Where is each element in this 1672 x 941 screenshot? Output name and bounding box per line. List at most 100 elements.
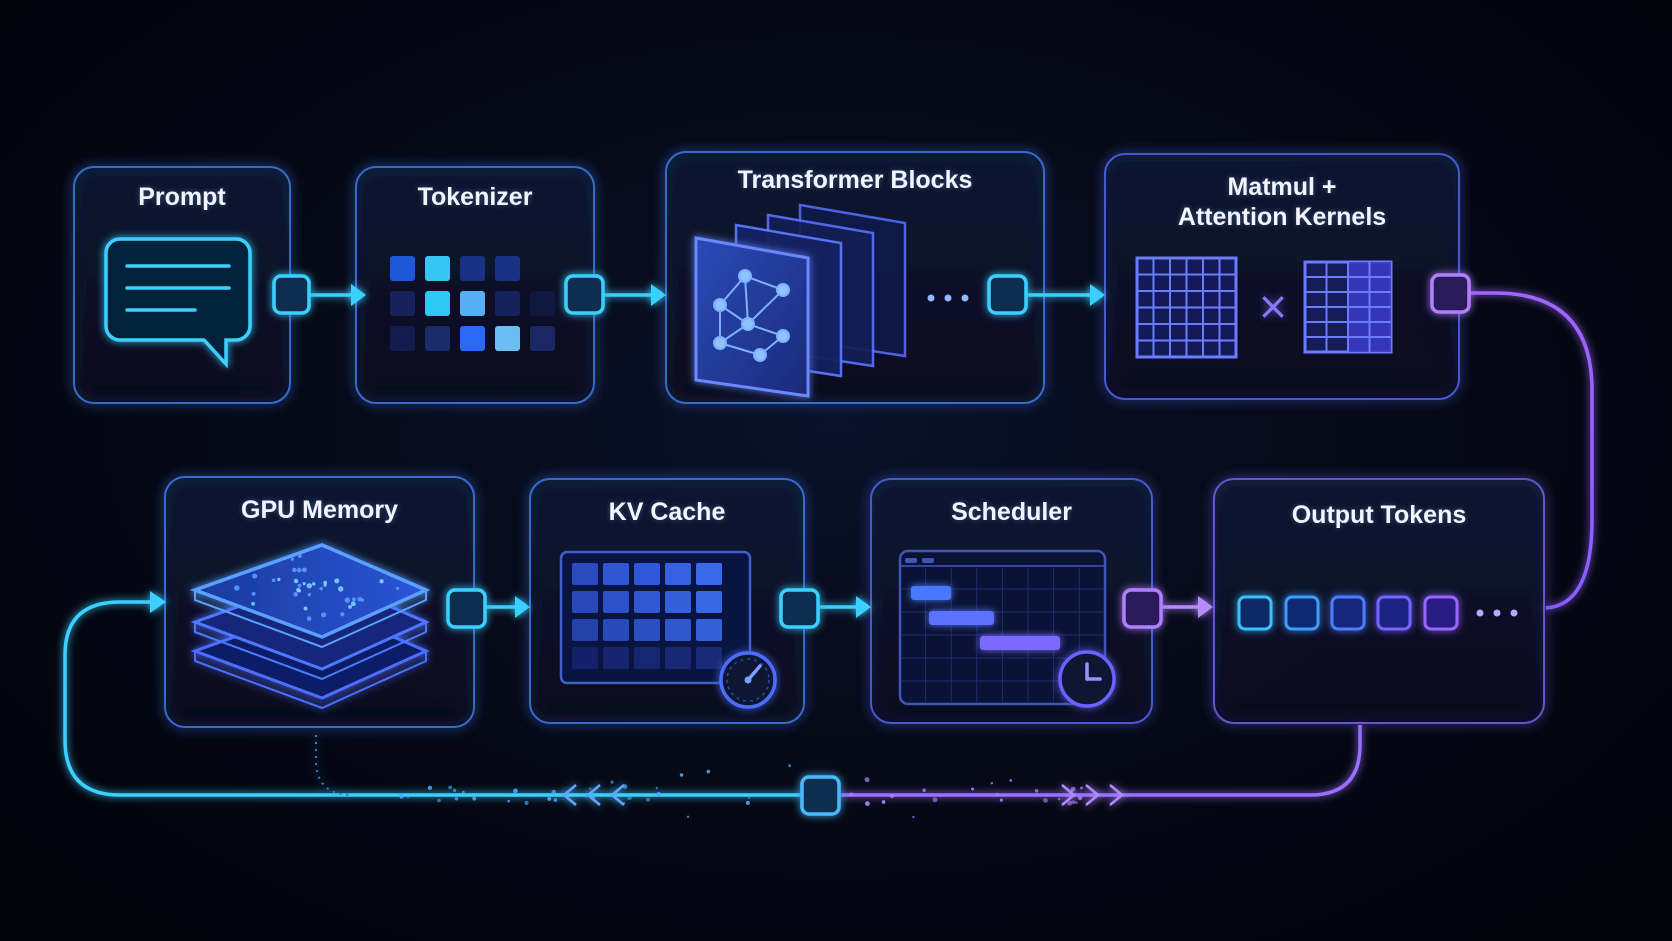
return-particle [1034,789,1039,793]
gpu-memory-dot [323,583,327,587]
matrix-left-icon [1135,256,1238,359]
connector-kernels-output [1467,291,1594,610]
kv-cell [603,647,629,669]
token-cell [425,291,450,316]
connector-kv-scheduler [817,596,871,618]
gpu-memory-dot [357,596,363,602]
kv-cell [572,591,598,613]
gpu-memory-dot [338,586,344,592]
token-cell [495,326,520,351]
stage-label-prompt: Prompt [138,183,226,211]
transformer-layers-icon [694,203,907,398]
return-particle [995,792,1000,797]
transformer-ellipsis [927,294,969,302]
gpu-memory-dot [293,578,299,584]
kv-cell [696,619,722,641]
return-loop-right [820,725,1362,797]
token-cell [495,256,520,281]
return-particle [881,800,886,804]
token-cell [530,326,555,351]
gpu-memory-dot [293,591,299,597]
kv-cell [603,563,629,585]
return-particle [1057,797,1061,801]
return-particle [655,786,659,790]
return-particle [679,773,684,777]
matrix-right-icon [1303,260,1393,354]
connector-scheduler-output [1160,596,1213,618]
gpu-memory-stack-icon [189,543,431,710]
token-cell [460,326,485,351]
return-particle [461,790,465,794]
return-particle [427,785,433,791]
return-particle [1080,786,1083,790]
return-particle [656,791,661,797]
token-cell [425,256,450,281]
return-particle [399,796,403,799]
gpu-memory-dot [302,567,307,573]
gpu-memory-dot [297,554,302,558]
return-chevrons-left [562,784,625,806]
gpu-memory-dot [307,592,312,597]
connector-node-scheduler [1122,588,1163,629]
kv-cell [696,591,722,613]
return-particle [437,798,441,803]
gpu-memory-dot [277,577,281,582]
token-cell [425,326,450,351]
gpu-drop-line [315,735,353,796]
return-particle [584,795,588,798]
connector-prompt-tokenizer [308,284,366,306]
return-particle [547,796,552,801]
return-particle [1075,801,1078,804]
stage-label-scheduler: Scheduler [951,498,1072,526]
output-ellipsis [1476,609,1518,617]
return-particle [864,777,870,783]
gpu-memory-dot [312,582,316,586]
return-loop-left [63,600,820,797]
return-particle [849,792,854,797]
return-particle [1009,779,1013,782]
neural-graph-icon [713,269,790,362]
kv-cell [572,563,598,585]
return-particle [1067,800,1073,806]
return-particle [553,798,558,802]
return-particle [452,788,457,793]
token-cell [495,291,520,316]
stage-label-output: Output Tokens [1291,501,1467,529]
gpu-memory-dot [297,583,302,588]
return-particle [1071,800,1076,805]
gpu-memory-dot [344,597,351,603]
return-particle [627,795,632,801]
gpu-memory-dot [271,578,276,583]
gpu-memory-dot [302,582,306,586]
gpu-memory-dot [379,579,384,584]
connector-node-kernels [1430,273,1471,314]
kv-cell [696,563,722,585]
gpu-memory-dot [350,601,356,607]
return-particle [788,764,792,768]
scheduler-timeline-icon [898,549,1107,706]
gpu-memory-dot [303,606,308,611]
return-particle [865,801,870,806]
kv-cell [634,563,660,585]
return-particle [507,799,510,803]
gpu-memory-dot [348,604,352,609]
gpu-memory-dot [251,591,256,596]
gpu-memory-dot [306,583,312,589]
return-particle [448,785,452,790]
return-particle [999,798,1003,802]
gpu-memory-dot [296,587,301,593]
connector-node-gpu-memory [446,588,487,629]
token-cell [530,291,555,316]
gpu-memory-dot [251,601,255,606]
stage-label-transformer: Transformer Blocks [737,166,973,194]
gpu-memory-dot [296,567,302,573]
kv-cell [572,647,598,669]
token-grid-icon [390,256,555,351]
return-particle [706,769,711,774]
kv-cell [634,591,660,613]
token-cell [390,291,415,316]
connector-node-prompt [272,274,311,315]
return-particle [406,795,410,799]
kv-cell [665,619,691,641]
